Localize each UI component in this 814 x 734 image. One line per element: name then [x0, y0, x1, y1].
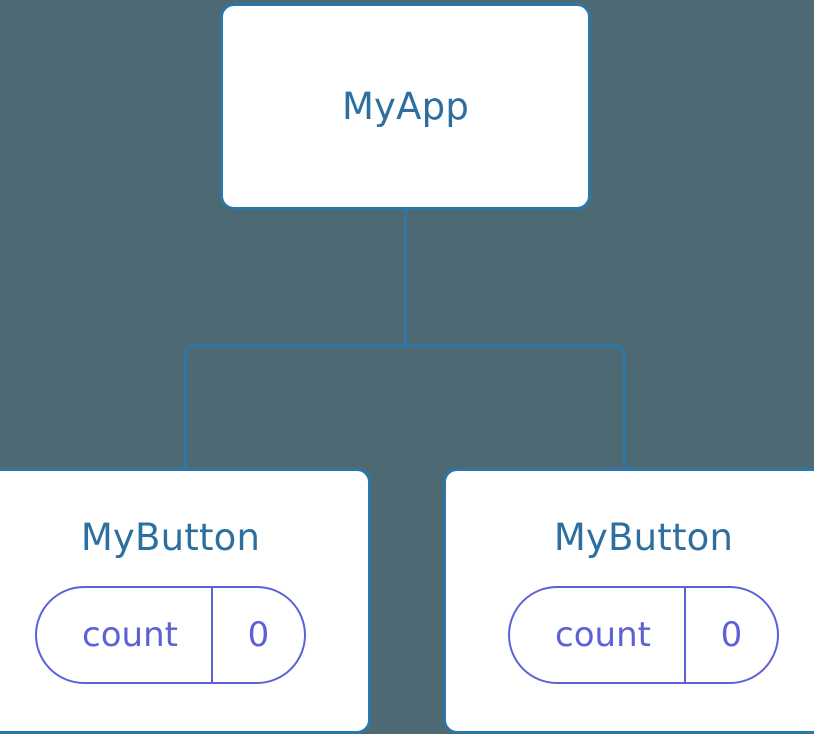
- node-title: MyButton: [553, 516, 734, 559]
- state-pill-count[interactable]: count 0: [35, 586, 306, 684]
- state-key-label: count: [82, 615, 178, 655]
- tree-node-myapp[interactable]: MyApp: [220, 3, 591, 210]
- state-pill-count[interactable]: count 0: [508, 586, 779, 684]
- state-value-label: 0: [211, 588, 304, 682]
- tree-node-mybutton-0[interactable]: MyButton count 0: [0, 468, 371, 734]
- tree-node-mybutton-1[interactable]: MyButton count 0: [443, 468, 814, 734]
- node-title: MyApp: [341, 85, 470, 128]
- node-title: MyButton: [80, 516, 261, 559]
- edge-to-child-0: [184, 344, 406, 468]
- state-key-label: count: [555, 615, 651, 655]
- edge-to-child-1: [405, 344, 626, 468]
- state-value-label: 0: [684, 588, 777, 682]
